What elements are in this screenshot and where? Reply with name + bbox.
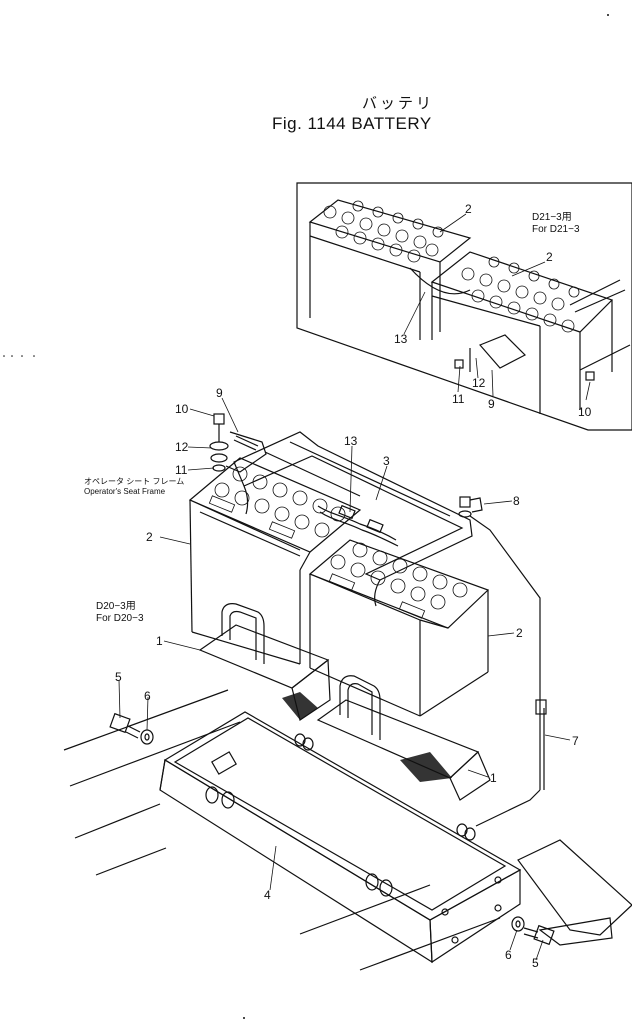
inset-frame [296, 182, 632, 431]
callout-10: 10 [175, 402, 189, 416]
main-leaders [118, 397, 571, 961]
callout-1: 1 [490, 771, 497, 785]
cable-icon [469, 515, 547, 827]
callout-9: 9 [488, 397, 495, 411]
battery-icon [308, 199, 631, 414]
seat-frame-label: Operator's Seat Frame [84, 487, 166, 496]
callout-9: 9 [216, 386, 223, 400]
callout-1: 1 [156, 634, 163, 648]
callout-13: 13 [344, 434, 358, 448]
callout-12: 12 [472, 376, 486, 390]
callout-5: 5 [532, 956, 539, 970]
bolt-icon [209, 413, 483, 518]
callout-2: 2 [546, 250, 553, 264]
seat-frame-label-jp: オペレータ シート フレーム [84, 477, 185, 486]
callout-2: 2 [465, 202, 472, 216]
callout-6: 6 [144, 689, 151, 703]
callout-5: 5 [115, 670, 122, 684]
callout-3: 3 [383, 454, 390, 468]
inset-leaders [403, 213, 591, 401]
callout-12: 12 [175, 440, 189, 454]
callout-2: 2 [516, 626, 523, 640]
cable-icon [317, 504, 399, 547]
main-note: For D20−3 [96, 613, 144, 624]
holder-icon [198, 603, 491, 801]
callout-13: 13 [394, 332, 408, 346]
callout-4: 4 [264, 888, 271, 902]
washer-icon [109, 712, 555, 946]
callout-8: 8 [513, 494, 520, 508]
callout-6: 6 [505, 948, 512, 962]
inset-note-jp: D21−3用 [532, 212, 572, 223]
main-note-jp: D20−3用 [96, 601, 136, 612]
callout-11: 11 [175, 463, 188, 477]
inset-note: For D21−3 [532, 224, 580, 235]
tray-icon [159, 711, 522, 964]
figure-title: Fig. 1144 BATTERY [272, 114, 432, 133]
callout-11: 11 [452, 392, 465, 406]
battery-icon [188, 457, 490, 717]
callout-2: 2 [146, 530, 153, 544]
clamp-icon [233, 431, 473, 607]
seat-frame [63, 689, 632, 971]
callout-7: 7 [572, 734, 579, 748]
scan-marks [3, 14, 609, 1019]
callout-10: 10 [578, 405, 592, 419]
bolt-icon [454, 359, 595, 381]
figure-title-jp: バッテリ [362, 95, 435, 112]
